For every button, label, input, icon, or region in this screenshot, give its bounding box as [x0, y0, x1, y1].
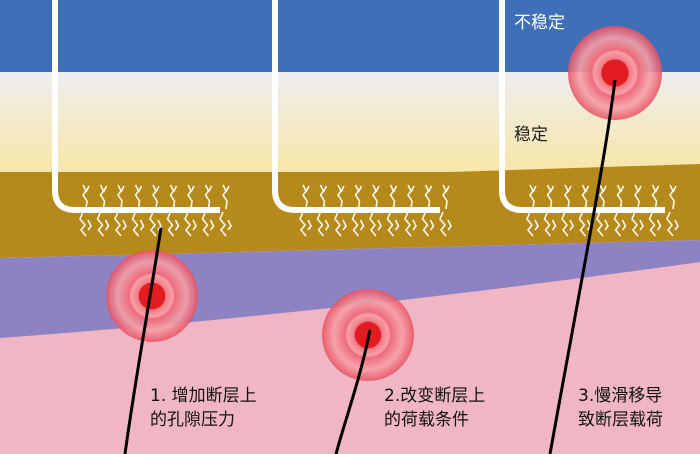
fracture-icon	[631, 184, 644, 237]
fracture-icon	[316, 184, 330, 237]
fracture-icon	[149, 184, 162, 237]
mechanism-2-label: 2.改变断层上 的荷载条件	[384, 384, 485, 432]
fracture-icon	[219, 184, 232, 237]
fracture-icon	[184, 184, 197, 237]
fault-2	[334, 329, 372, 454]
fracture-icon	[386, 184, 400, 237]
fracture-icon	[578, 184, 592, 237]
mechanism-1-label: 1. 增加断层上 的孔隙压力	[150, 384, 257, 432]
fracture-icon	[596, 184, 609, 237]
fracture-icon	[648, 184, 662, 237]
fracture-icon	[526, 184, 539, 237]
label-line: 的荷载条件	[384, 410, 469, 430]
fault-1	[123, 227, 163, 454]
stable-zone-label: 稳定	[514, 125, 548, 145]
label-line: 1. 增加断层上	[150, 386, 257, 406]
fault-3	[548, 79, 617, 454]
label-line: 3.慢滑移导	[578, 386, 663, 406]
mechanism-3-label: 3.慢滑移导 致断层载荷	[578, 384, 663, 432]
fracture-icon	[404, 184, 417, 237]
fracture-icon	[334, 184, 347, 237]
fracture-icon	[351, 184, 365, 237]
well-2	[272, 0, 440, 213]
fracture-icon	[543, 184, 557, 237]
fracture-icon	[613, 184, 627, 237]
fracture-icon	[201, 184, 215, 237]
seismic-event-3	[568, 26, 662, 120]
fracture-icon	[299, 184, 312, 237]
fracture-icon	[439, 184, 452, 237]
fracture-icon	[561, 184, 574, 237]
seismic-event-1	[106, 250, 198, 342]
fracture-icon	[96, 184, 110, 237]
fracture-icon	[131, 184, 145, 237]
fracture-icon	[114, 184, 127, 237]
label-line: 致断层载荷	[578, 410, 663, 430]
fracture-icon	[666, 184, 679, 237]
fracture-icon	[369, 184, 382, 237]
well-3	[499, 0, 665, 213]
unstable-zone-label: 不稳定	[514, 13, 565, 33]
fracture-icon	[421, 184, 435, 237]
fracture-icon	[79, 184, 92, 237]
label-line: 2.改变断层上	[384, 386, 486, 406]
well-1	[52, 0, 220, 213]
label-line: 的孔隙压力	[150, 410, 235, 430]
fracture-icon	[166, 184, 180, 237]
